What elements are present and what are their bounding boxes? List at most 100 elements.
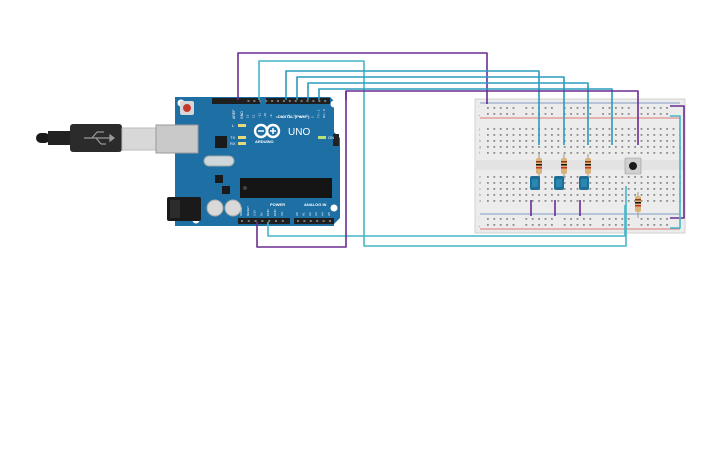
terminal-hole[interactable] [640,152,643,154]
terminal-hole[interactable] [487,146,489,148]
rail-hole[interactable] [576,107,579,109]
terminal-hole[interactable] [519,152,521,154]
rail-hole[interactable] [570,107,572,109]
terminal-hole[interactable] [538,200,540,202]
terminal-hole[interactable] [608,146,611,148]
rail-hole[interactable] [653,107,656,109]
terminal-hole[interactable] [634,194,636,196]
terminal-hole[interactable] [525,176,528,178]
terminal-hole[interactable] [595,188,598,190]
rail-hole[interactable] [608,224,611,226]
rail-hole[interactable] [583,218,585,220]
terminal-hole[interactable] [653,146,656,148]
tactile-switch[interactable] [624,157,642,175]
terminal-hole[interactable] [595,176,598,178]
terminal-hole[interactable] [640,140,643,142]
terminal-hole[interactable] [493,140,496,142]
rail-hole[interactable] [608,113,611,115]
wire-cyan-5v[interactable] [267,205,626,237]
terminal-hole[interactable] [640,146,643,148]
terminal-hole[interactable] [551,140,553,142]
pushbutton[interactable] [579,176,589,190]
terminal-hole[interactable] [563,200,566,202]
terminal-hole[interactable] [659,152,662,154]
terminal-hole[interactable] [557,152,560,154]
terminal-hole[interactable] [506,134,508,136]
terminal-hole[interactable] [640,176,643,178]
terminal-hole[interactable] [659,146,662,148]
terminal-hole[interactable] [487,128,489,130]
rail-hole[interactable] [653,113,656,115]
terminal-hole[interactable] [506,146,508,148]
terminal-hole[interactable] [595,182,598,184]
power-pin[interactable] [254,220,257,222]
terminal-hole[interactable] [519,200,521,202]
terminal-hole[interactable] [583,200,585,202]
analog-pin[interactable] [329,220,331,222]
terminal-hole[interactable] [615,176,617,178]
rail-hole[interactable] [659,107,662,109]
rail-hole[interactable] [531,218,534,220]
terminal-hole[interactable] [487,140,489,142]
terminal-hole[interactable] [621,188,624,190]
terminal-hole[interactable] [672,146,675,148]
terminal-hole[interactable] [634,128,636,130]
wire-blue-pin6[interactable] [285,70,540,145]
terminal-hole[interactable] [487,182,489,184]
rail-hole[interactable] [487,224,489,226]
terminal-hole[interactable] [659,140,662,142]
terminal-hole[interactable] [634,152,636,154]
rail-hole[interactable] [615,113,617,115]
terminal-hole[interactable] [531,140,534,142]
rail-hole[interactable] [493,113,496,115]
terminal-hole[interactable] [653,134,656,136]
terminal-hole[interactable] [576,176,579,178]
terminal-hole[interactable] [563,194,566,196]
rail-hole[interactable] [583,113,585,115]
terminal-hole[interactable] [621,200,624,202]
digital-pin[interactable] [265,100,268,102]
resistor[interactable] [635,192,641,218]
rail-hole[interactable] [538,224,540,226]
arduino-uno-board[interactable]: L TX RX ON UNO ARDUINO DIGITAL (PWM~) 13… [155,97,340,226]
rail-hole[interactable] [627,224,630,226]
rail-hole[interactable] [659,113,662,115]
terminal-hole[interactable] [672,176,675,178]
terminal-hole[interactable] [531,200,534,202]
rail-hole[interactable] [589,224,592,226]
rail-hole[interactable] [512,224,515,226]
terminal-hole[interactable] [506,194,508,196]
terminal-hole[interactable] [544,146,547,148]
terminal-hole[interactable] [519,128,521,130]
terminal-hole[interactable] [531,194,534,196]
terminal-hole[interactable] [570,176,572,178]
terminal-hole[interactable] [666,128,668,130]
terminal-hole[interactable] [551,182,553,184]
terminal-hole[interactable] [576,128,579,130]
rail-hole[interactable] [512,107,515,109]
rail-hole[interactable] [589,107,592,109]
terminal-hole[interactable] [640,128,643,130]
terminal-hole[interactable] [512,176,515,178]
terminal-hole[interactable] [570,146,572,148]
terminal-hole[interactable] [589,194,592,196]
terminal-hole[interactable] [499,188,502,190]
rail-hole[interactable] [499,107,502,109]
terminal-hole[interactable] [602,200,604,202]
terminal-hole[interactable] [493,188,496,190]
terminal-hole[interactable] [519,188,521,190]
rail-hole[interactable] [531,224,534,226]
rail-hole[interactable] [602,113,604,115]
digital-pin[interactable] [306,100,309,102]
rail-hole[interactable] [544,224,547,226]
rail-hole[interactable] [659,224,662,226]
terminal-hole[interactable] [538,194,540,196]
rail-hole[interactable] [499,224,502,226]
rail-hole[interactable] [576,218,579,220]
terminal-hole[interactable] [621,194,624,196]
terminal-hole[interactable] [647,188,649,190]
rail-hole[interactable] [583,107,585,109]
terminal-hole[interactable] [512,188,515,190]
terminal-hole[interactable] [499,152,502,154]
